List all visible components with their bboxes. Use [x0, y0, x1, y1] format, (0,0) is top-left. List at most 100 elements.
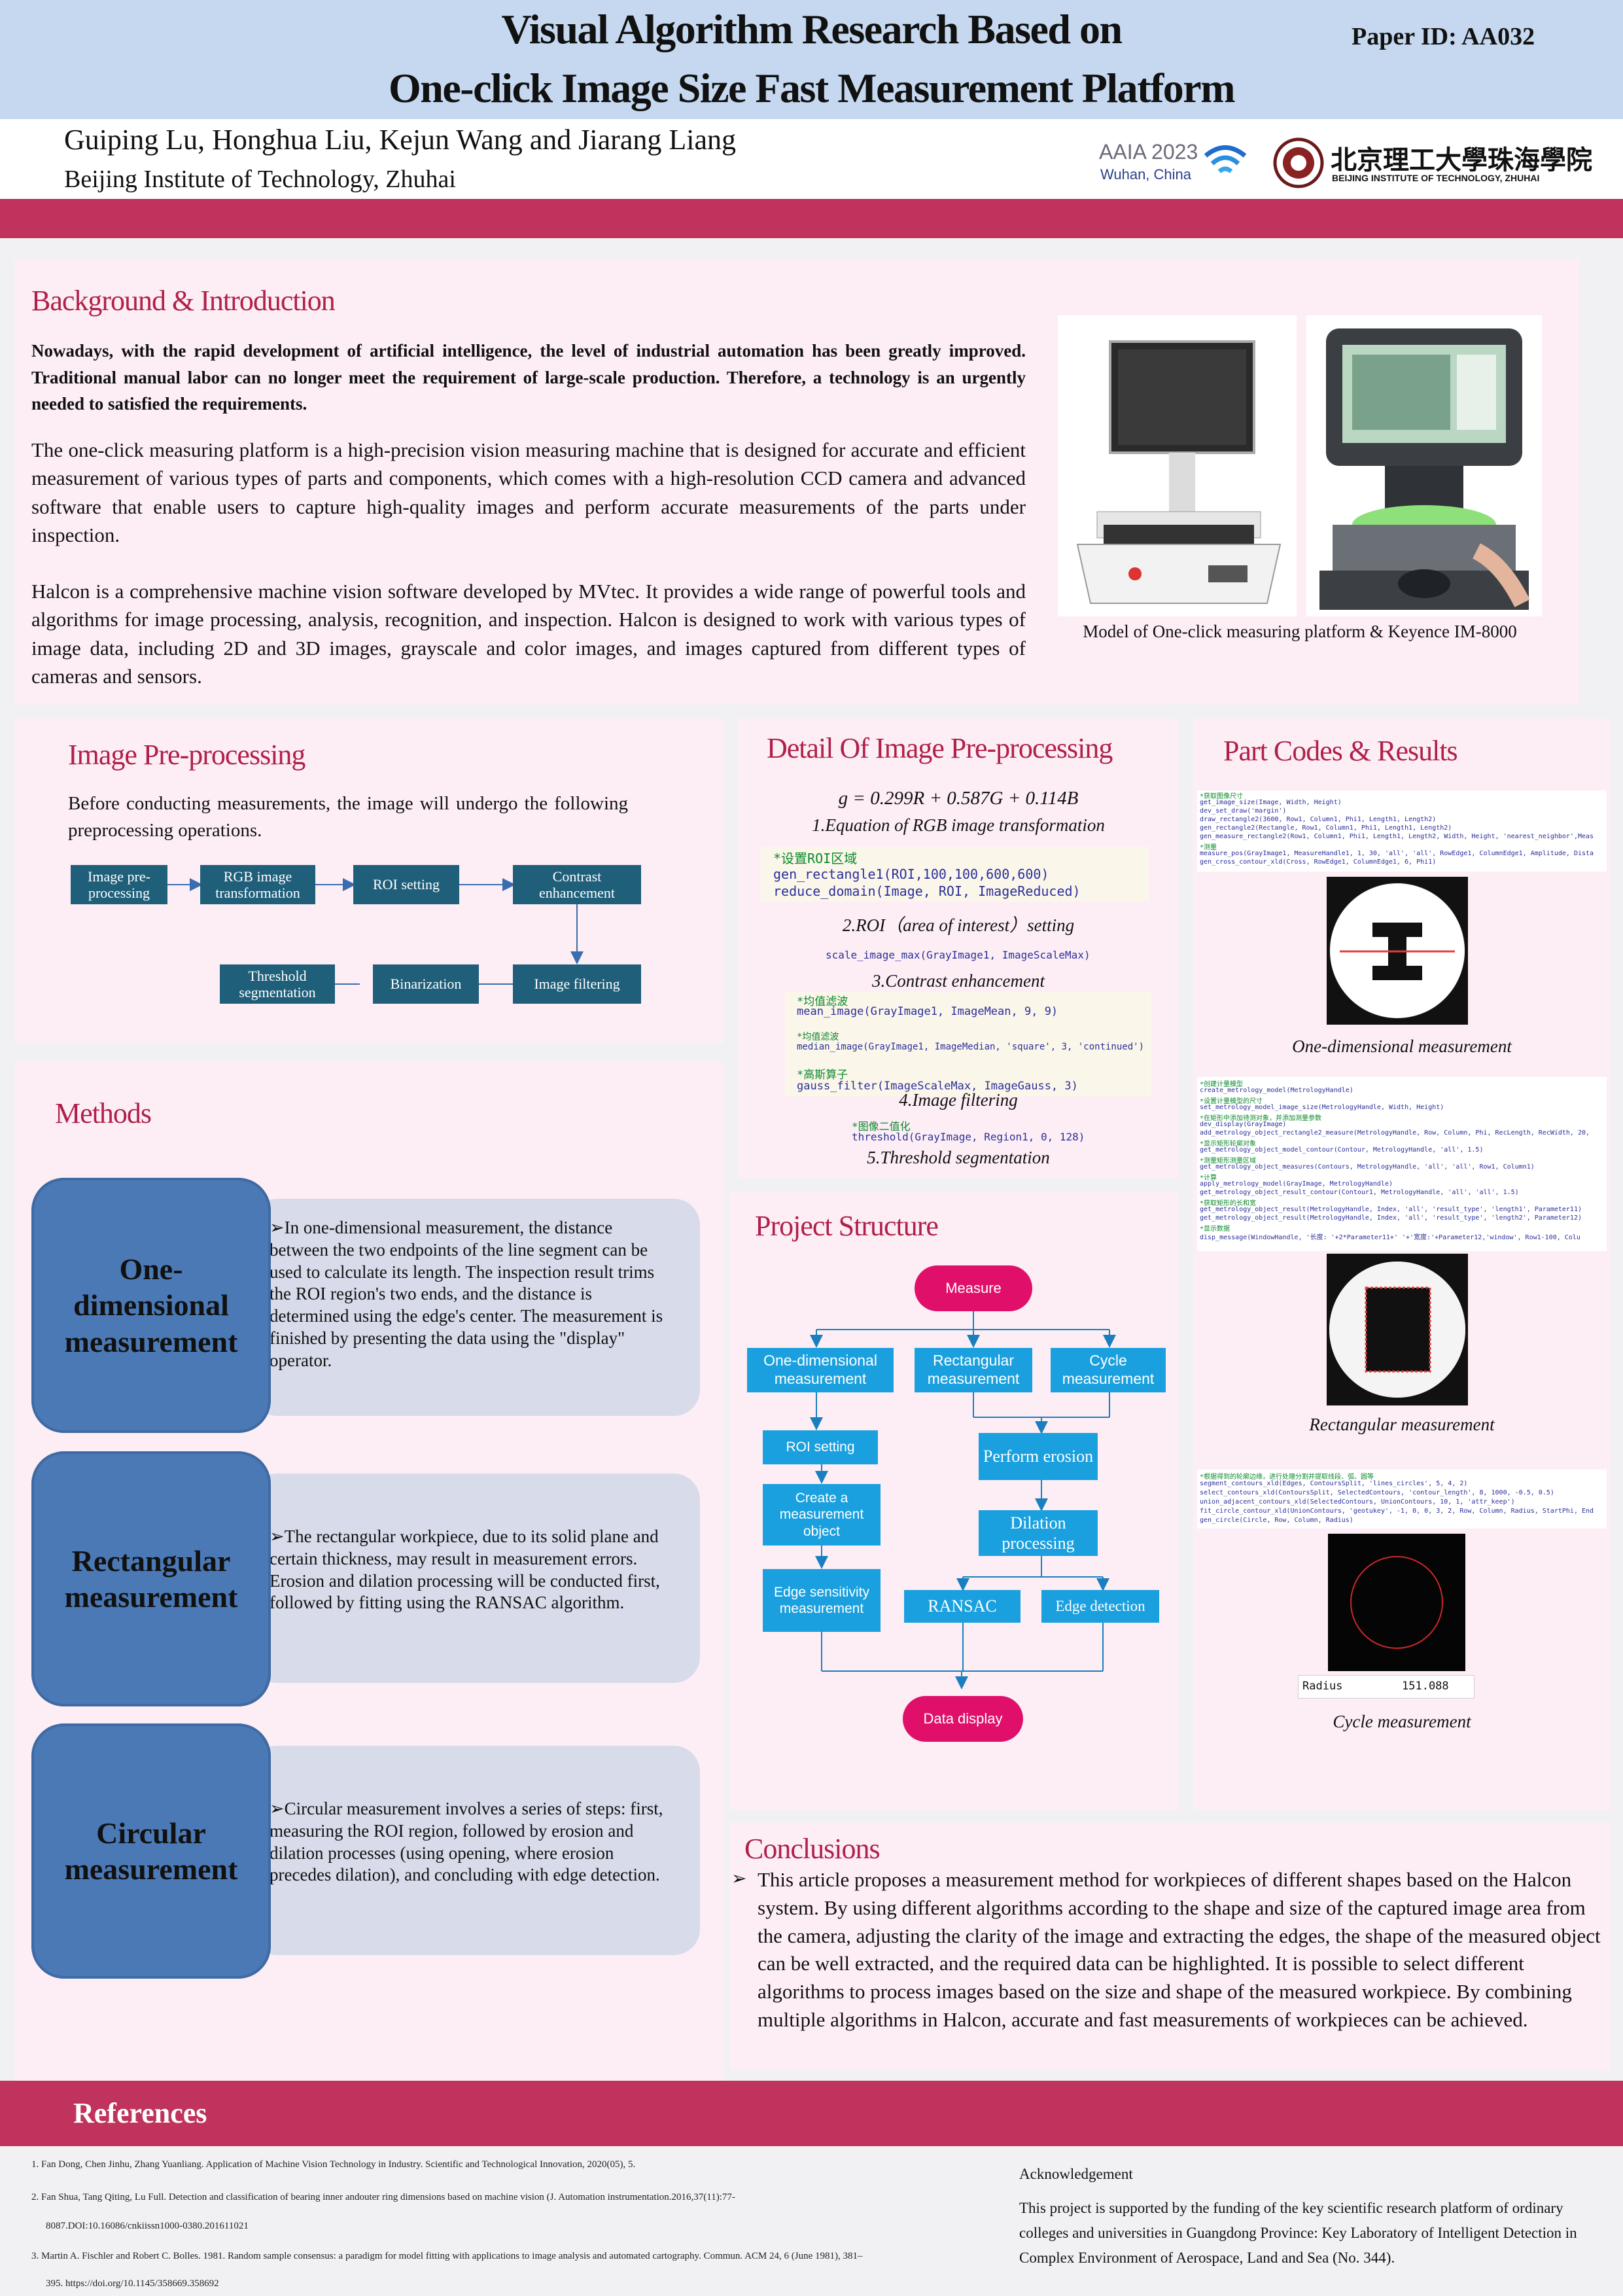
results-code-2-line: get_metrology_object_model_contour(Conto…	[1200, 1146, 1484, 1154]
results-code-1-line: get_image_size(Image, Width, Height)	[1200, 799, 1342, 806]
background-paragraph-2: Halcon is a comprehensive machine vision…	[31, 580, 1026, 688]
reference-1: 1. Fan Dong, Chen Jinhu, Zhang Yuanliang…	[31, 2159, 636, 2170]
results-code-1-line: measure_pos(GrayImage1, MeasureHandle1, …	[1200, 850, 1594, 857]
measuring-platform-model-image	[1058, 315, 1297, 616]
preprocessing-title: Image Pre-processing	[68, 739, 305, 771]
results-code-3-line: gen_circle(Circle, Row, Column, Radius)	[1200, 1517, 1353, 1524]
results-code-1-line: *测量	[1200, 844, 1217, 851]
results-code-1-line: draw_rectangle2(3600, Row1, Column1, Phi…	[1200, 816, 1437, 823]
flow-step-rgb-transformation: RGB image transformation	[200, 865, 315, 904]
code-filter-line-2: median_image(GrayImage1, ImageMedian, 's…	[797, 1042, 1145, 1052]
results-code-2-line: create_metrology_model(MetrologyHandle)	[1200, 1087, 1353, 1094]
reference-2b: 8087.DOI:10.16086/cnkiissn1000-0380.2016…	[46, 2221, 249, 2231]
flow-step-roi-setting: ROI setting	[353, 865, 459, 904]
university-name-cn: 北京理工大學珠海學院	[1331, 145, 1592, 175]
one-dimensional-result-image	[1327, 877, 1468, 1025]
flow-step-binarization: Binarization	[373, 964, 479, 1004]
conclusions-title: Conclusions	[744, 1833, 881, 1865]
caption-one-dimensional-result: One-dimensional measurement	[1292, 1036, 1512, 1056]
aaia-location: Wuhan, China	[1100, 166, 1192, 183]
university-name-en: BEIJING INSTITUTE OF TECHNOLOGY, ZHUHAI	[1332, 173, 1540, 183]
code-threshold-line: threshold(GrayImage, Region1, 0, 128)	[852, 1131, 1085, 1143]
results-code-1-line: gen_cross_contour_xld(Cross, RowEdge1, C…	[1200, 858, 1437, 866]
structure-rectangular-node: Rectangular measurement	[915, 1348, 1032, 1392]
code-contrast-line: scale_image_max(GrayImage1, ImageScaleMa…	[826, 949, 1091, 961]
header-divider	[0, 199, 1623, 238]
results-title: Part Codes & Results	[1223, 735, 1458, 767]
results-code-2-line: set_metrology_model_image_size(Metrology…	[1200, 1104, 1444, 1111]
code-filter-comment-3: *高斯算子	[797, 1069, 848, 1082]
method-one-dimensional-label: One-dimensional measurement	[31, 1178, 271, 1433]
code-roi-comment: *设置ROI区域	[773, 851, 858, 866]
structure-cycle-node: Cycle measurement	[1051, 1348, 1166, 1392]
flow-step-image-filtering: Image filtering	[513, 964, 641, 1004]
aaia-wifi-icon	[1204, 145, 1247, 173]
detail-panel	[738, 718, 1179, 1178]
results-code-1-line: *获取图像尺寸	[1200, 793, 1244, 800]
caption-cycle-result: Cycle measurement	[1333, 1712, 1471, 1731]
flow-step-threshold-segmentation: Threshold segmentation	[220, 964, 335, 1004]
results-code-3-line: select_contours_xld(ContoursSplit, Selec…	[1200, 1489, 1554, 1496]
poster-title-line1: Visual Algorithm Research Based on	[501, 6, 1123, 52]
results-code-2-line: get_metrology_object_measures(Contours, …	[1200, 1163, 1535, 1171]
structure-connectors	[810, 1289, 1116, 1689]
aaia-logo: AAIA 2023 Wuhan, China	[1079, 140, 1249, 188]
structure-create-object-node: Create a measurement object	[763, 1484, 881, 1545]
cycle-result-image	[1328, 1534, 1465, 1671]
method-rectangular-text: ➢The rectangular workpiece, due to its s…	[251, 1474, 700, 1683]
caption-rectangular-result: Rectangular measurement	[1309, 1415, 1495, 1434]
structure-edge-detection-node: Edge detection	[1041, 1590, 1159, 1623]
results-code-2-line: *获取矩形的长和宽	[1200, 1200, 1257, 1207]
background-bold-paragraph: Nowadays, with the rapid development of …	[31, 341, 1026, 414]
method-rectangular-label: Rectangular measurement	[31, 1451, 271, 1706]
method-one-dimensional-text: ➢In one-dimensional measurement, the dis…	[251, 1199, 700, 1416]
background-paragraph-1: The one-click measuring platform is a hi…	[31, 438, 1026, 547]
results-code-2-line: get_metrology_object_result(MetrologyHan…	[1200, 1214, 1582, 1222]
flow-step-contrast-enhancement: Contrast enhancement	[513, 865, 641, 904]
reference-3b: 395. https://doi.org/10.1145/358669.3586…	[46, 2278, 219, 2289]
code-filter-line-3: gauss_filter(ImageScaleMax, ImageGauss, …	[797, 1080, 1078, 1093]
references-title: References	[73, 2097, 207, 2129]
code-filter-comment-1: *均值滤波	[797, 995, 848, 1008]
reference-2a: 2. Fan Shua, Tang Qiting, Lu Full. Detec…	[31, 2192, 735, 2202]
results-code-2: *创建计量模型 create_metrology_model(Metrology…	[1197, 1077, 1607, 1251]
method-circular-text: ➢Circular measurement involves a series …	[251, 1746, 700, 1955]
results-code-2-line: *设置计量模型的尺寸	[1200, 1098, 1263, 1105]
affiliation: Beijing Institute of Technology, Zhuhai	[64, 166, 456, 193]
structure-one-dimensional-node: One-dimensional measurement	[747, 1348, 894, 1392]
results-code-1-line: dev_set_draw('margin')	[1200, 807, 1287, 815]
structure-dilation-node: Dilation processing	[979, 1510, 1098, 1556]
structure-edge-sensitivity-node: Edge sensitivity measurement	[763, 1569, 881, 1632]
paper-id: Paper ID: AA032	[1352, 23, 1535, 50]
conclusions-panel	[730, 1823, 1611, 2070]
structure-data-display-node: Data display	[903, 1696, 1023, 1742]
results-code-2-line: get_metrology_object_result_contour(Cont…	[1200, 1189, 1519, 1196]
caption-threshold: 5.Threshold segmentation	[867, 1148, 1050, 1167]
references-bar	[0, 2081, 1623, 2146]
results-code-1: *获取图像尺寸 get_image_size(Image, Width, Hei…	[1197, 790, 1607, 872]
conclusions-bullet-icon: ➢	[731, 1867, 747, 1889]
results-code-1-line: gen_measure_rectangle2(Row1, Column1, Ph…	[1200, 833, 1594, 840]
results-code-2-line: *创建计量模型	[1200, 1081, 1244, 1088]
reference-3a: 3. Martin A. Fischler and Robert C. Boll…	[31, 2251, 863, 2261]
acknowledgement-text: This project is supported by the funding…	[1019, 2200, 1577, 2266]
code-filter-line-1: mean_image(GrayImage1, ImageMean, 9, 9)	[797, 1005, 1058, 1018]
poster-title-line2: One-click Image Size Fast Measurement Pl…	[389, 65, 1236, 111]
structure-title: Project Structure	[755, 1210, 939, 1242]
results-code-2-line: *在矩形中添加待测对象，并添加测量参数	[1200, 1115, 1322, 1122]
results-code-2-line: *显示矩形轮廓对象	[1200, 1140, 1257, 1148]
aaia-logo-text: AAIA 2023	[1099, 140, 1198, 164]
structure-ransac-node: RANSAC	[904, 1590, 1021, 1623]
rectangular-result-image	[1327, 1254, 1468, 1405]
code-filter-comment-2: *均值滤波	[797, 1032, 839, 1042]
code-roi-line-2: reduce_domain(Image, ROI, ImageReduced)	[773, 883, 1081, 899]
results-code-1-line: gen_rectangle2(Rectangle, Row1, Column1,…	[1200, 824, 1452, 832]
results-code-2-line: get_metrology_object_result(MetrologyHan…	[1200, 1206, 1582, 1213]
structure-measure-node: Measure	[915, 1265, 1032, 1311]
code-roi-line-1: gen_rectangle1(ROI,100,100,600,600)	[773, 866, 1049, 882]
caption-filtering: 4.Image filtering	[899, 1090, 1018, 1110]
radius-value: 151.088	[1402, 1680, 1449, 1693]
preprocessing-intro: Before conducting measurements, the imag…	[68, 793, 628, 841]
results-code-3-line: fit_circle_contour_xld(UnionContours, 'g…	[1200, 1508, 1594, 1515]
radius-label: Radius	[1302, 1680, 1343, 1693]
